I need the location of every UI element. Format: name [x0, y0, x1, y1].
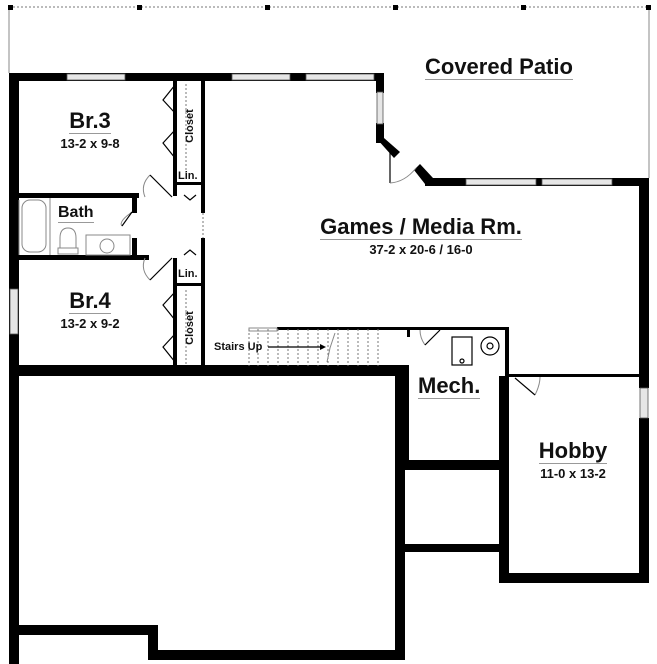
exterior-walls [9, 73, 649, 664]
hall-doors [120, 174, 541, 396]
patio-door [389, 145, 417, 184]
closet-doors [162, 84, 197, 364]
room-name: Hobby [538, 438, 608, 464]
windows [9, 73, 649, 419]
bathtub-icon [21, 199, 47, 253]
closet-lower-label: Closet [184, 311, 196, 345]
mech-equipment [451, 336, 500, 366]
water-heater-icon [451, 336, 473, 366]
room-name: Br.4 [69, 288, 111, 314]
room-bath: Bath [58, 204, 94, 223]
covered-patio-outline [8, 5, 651, 178]
toilet-icon [59, 227, 77, 249]
room-mech: Mech. [418, 373, 481, 399]
room-name: Bath [58, 204, 94, 223]
room-br4: Br.4 13-2 x 9-2 [50, 288, 130, 332]
interior-walls [19, 81, 639, 377]
closet-upper-label: Closet [184, 109, 196, 143]
room-covered-patio: Covered Patio [425, 56, 573, 80]
linen-upper-label: Lin. [178, 170, 198, 182]
room-name: Mech. [418, 373, 481, 399]
linen-lower-label: Lin. [178, 268, 198, 280]
room-dimensions: 13-2 x 9-2 [60, 316, 120, 331]
stairs-label: Stairs Up [214, 341, 263, 353]
room-name: Games / Media Rm. [320, 214, 522, 240]
room-dimensions: 11-0 x 13-2 [540, 466, 606, 481]
sink-icon [99, 238, 115, 254]
furnace-icon [480, 336, 500, 356]
room-name: Covered Patio [425, 54, 573, 80]
room-name: Br.3 [69, 108, 111, 134]
stairs [248, 327, 379, 366]
room-hobby: Hobby 11-0 x 13-2 [527, 440, 619, 481]
room-dimensions: 37-2 x 20-6 / 16-0 [369, 242, 473, 257]
room-dimensions: 13-2 x 9-8 [60, 136, 120, 151]
room-games-media: Games / Media Rm. 37-2 x 20-6 / 16-0 [296, 216, 546, 257]
bath-fixtures [18, 198, 131, 256]
room-br3: Br.3 13-2 x 9-8 [50, 108, 130, 152]
